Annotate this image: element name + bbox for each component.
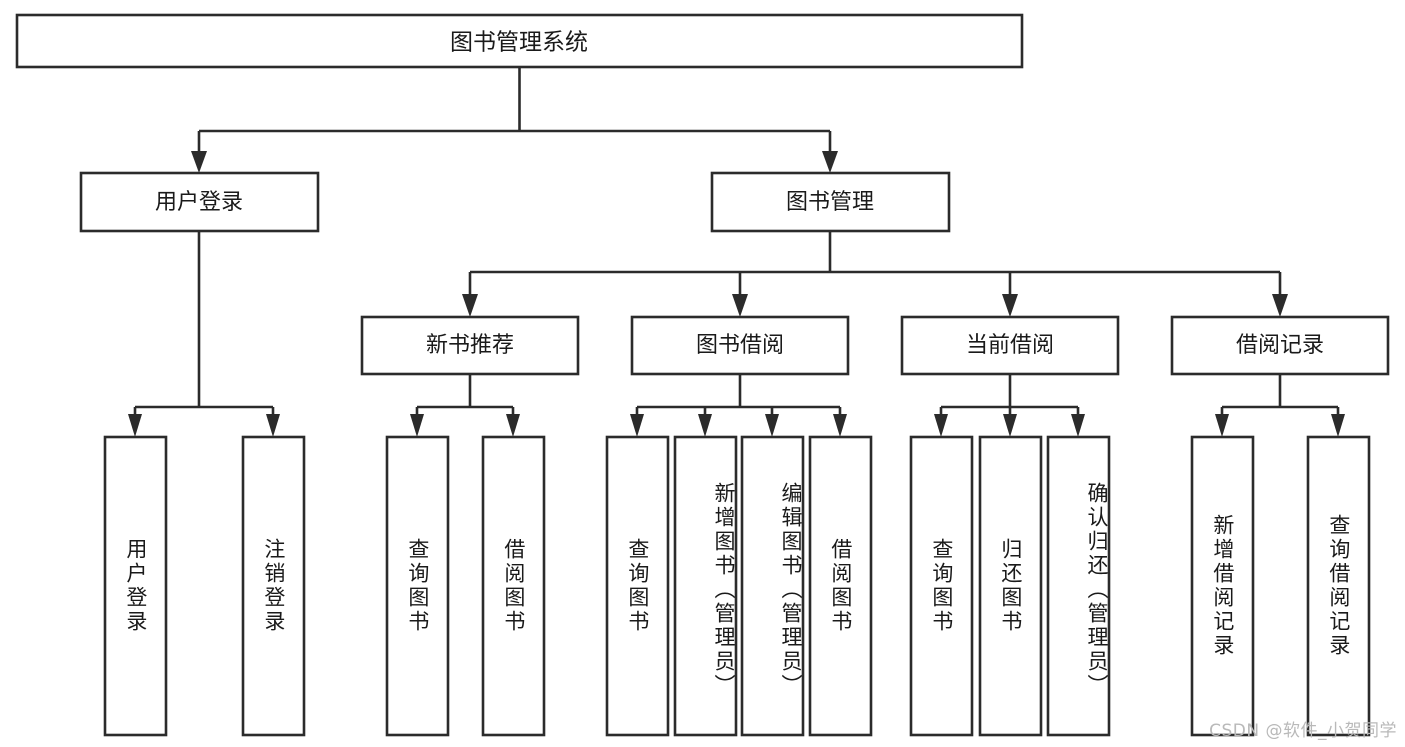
connector-book-mgmt-to-level3 — [462, 231, 1288, 317]
node-borrow-record-box[interactable] — [1170, 315, 1390, 376]
node-current-borrow[interactable]: 当前借阅 — [900, 315, 1120, 376]
connector-borrow-record-to-leaves — [1215, 374, 1345, 437]
node-root[interactable]: 图书管理系统 — [15, 13, 1024, 69]
arrow-icon — [266, 414, 280, 437]
watermark: CSDN @软件_小贺同学 — [1209, 721, 1397, 741]
leaf-box[interactable] — [1046, 435, 1111, 737]
leaf-box[interactable] — [978, 435, 1043, 737]
node-book-borrow[interactable]: 图书借阅 — [630, 315, 850, 376]
leaf-box[interactable] — [385, 435, 450, 737]
node-book-management[interactable]: 图书管理 — [710, 171, 951, 233]
connector-root-to-level2 — [191, 67, 838, 173]
arrow-icon — [128, 414, 142, 437]
arrow-icon — [833, 414, 847, 437]
node-book-management-box[interactable] — [710, 171, 951, 233]
arrow-icon — [1003, 414, 1017, 437]
arrow-icon — [1331, 414, 1345, 437]
leaf-box[interactable] — [1306, 435, 1371, 737]
arrow-icon — [765, 414, 779, 437]
connector-current-borrow-to-leaves — [934, 374, 1085, 437]
leaf-box[interactable] — [740, 435, 805, 737]
arrow-icon — [410, 414, 424, 437]
leaf-boxes-new-book-recommend — [385, 435, 546, 737]
arrow-icon — [1215, 414, 1229, 437]
node-current-borrow-label: 当前借阅 — [966, 333, 1054, 358]
arrow-icon — [630, 414, 644, 437]
arrow-icon — [1071, 414, 1085, 437]
leaf-box[interactable] — [673, 435, 738, 737]
leaf-box[interactable] — [241, 435, 306, 737]
node-borrow-record-label: 借阅记录 — [1236, 333, 1324, 358]
node-book-borrow-label: 图书借阅 — [696, 333, 784, 358]
connector-new-book-to-leaves — [410, 374, 520, 437]
arrow-icon — [698, 414, 712, 437]
node-root-label: 图书管理系统 — [450, 30, 588, 56]
arrow-icon — [506, 414, 520, 437]
leaf-boxes-current-borrow — [909, 435, 1111, 737]
node-borrow-record[interactable]: 借阅记录 — [1170, 315, 1390, 376]
arrow-icon — [732, 294, 748, 317]
connector-book-borrow-to-leaves — [630, 374, 847, 437]
node-root-box[interactable] — [15, 13, 1024, 69]
connector-user-login-to-leaves — [128, 231, 280, 437]
leaf-box[interactable] — [605, 435, 670, 737]
leaf-box[interactable] — [103, 435, 168, 737]
arrow-icon — [191, 151, 207, 173]
node-book-management-label: 图书管理 — [786, 190, 874, 215]
leaf-boxes-borrow-record — [1190, 435, 1371, 737]
node-book-borrow-box[interactable] — [630, 315, 850, 376]
node-new-book-recommend[interactable]: 新书推荐 — [360, 315, 580, 376]
arrow-icon — [1002, 294, 1018, 317]
arrow-icon — [822, 151, 838, 173]
arrow-icon — [934, 414, 948, 437]
leaf-box[interactable] — [808, 435, 873, 737]
leaf-boxes-user-login — [103, 435, 306, 737]
node-user-login-label: 用户登录 — [155, 190, 243, 215]
arrow-icon — [462, 294, 478, 317]
node-new-book-recommend-box[interactable] — [360, 315, 580, 376]
node-new-book-recommend-label: 新书推荐 — [426, 333, 514, 358]
leaf-box[interactable] — [1190, 435, 1255, 737]
leaf-box[interactable] — [481, 435, 546, 737]
arrow-icon — [1272, 294, 1288, 317]
node-current-borrow-box[interactable] — [900, 315, 1120, 376]
leaf-box[interactable] — [909, 435, 974, 737]
node-user-login-box[interactable] — [79, 171, 320, 233]
leaf-boxes-book-borrow — [605, 435, 873, 737]
node-user-login[interactable]: 用户登录 — [79, 171, 320, 233]
